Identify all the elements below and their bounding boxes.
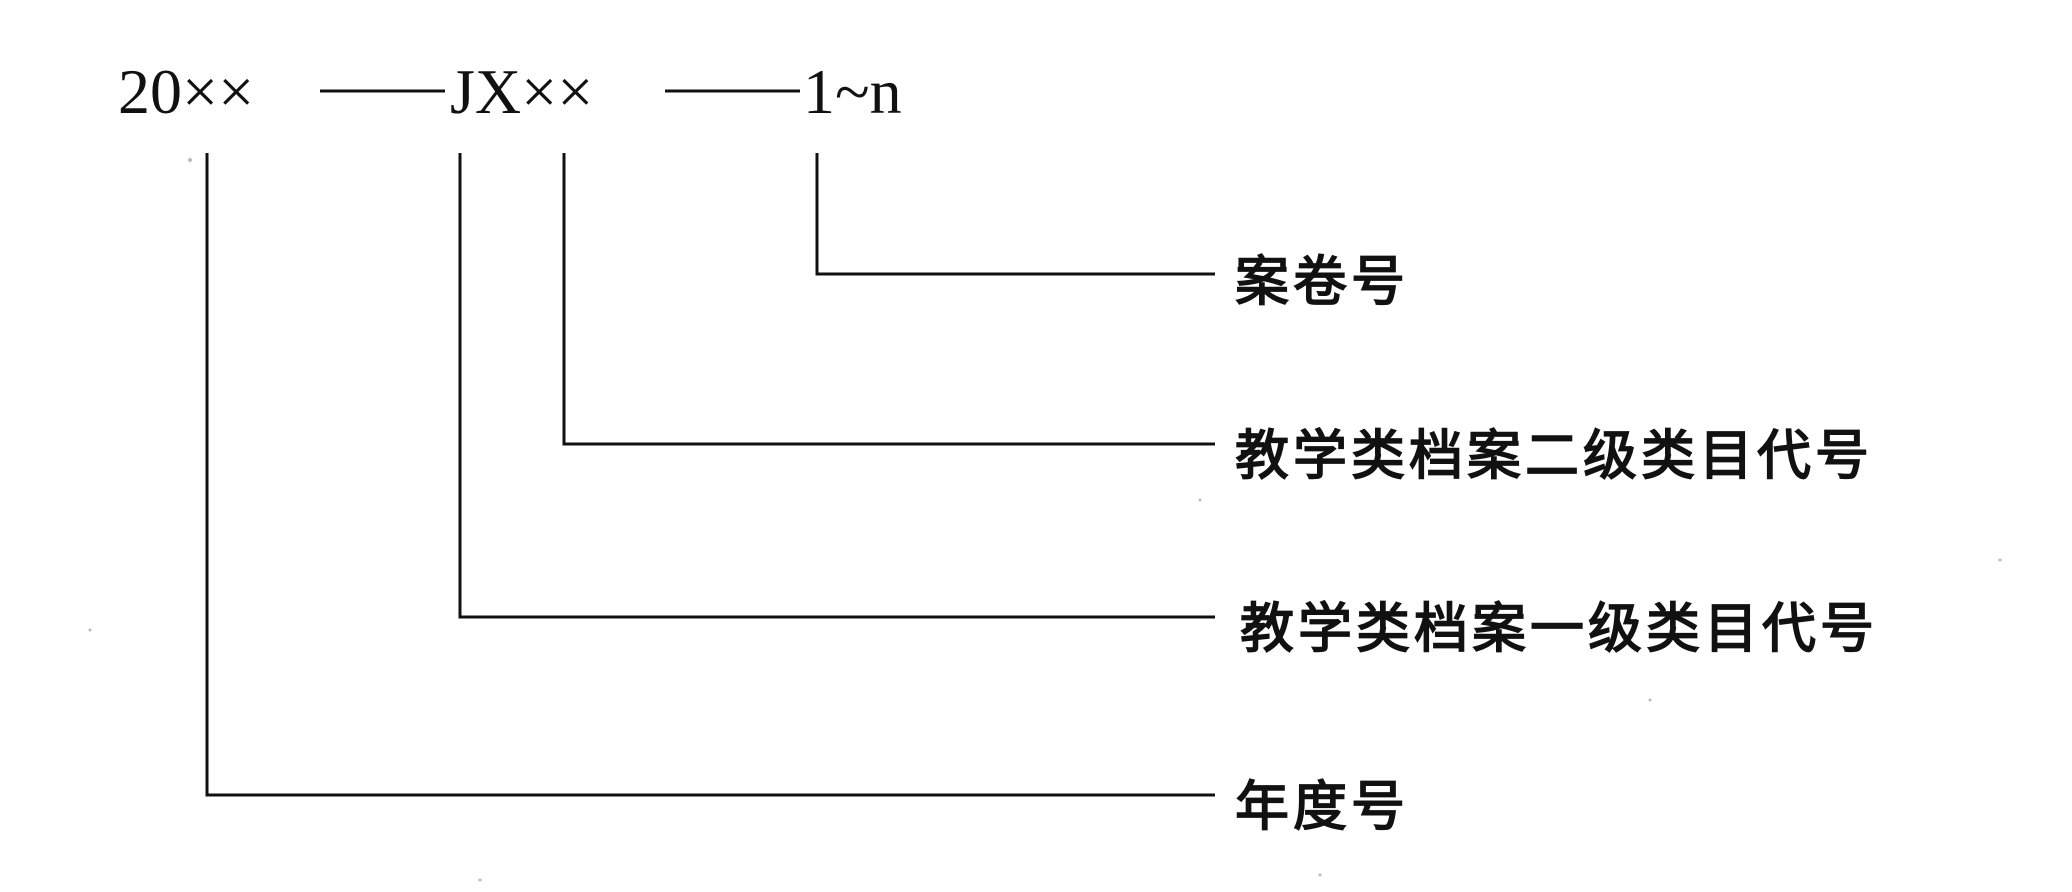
connector-volume-number	[815, 153, 1215, 276]
label-secondary-category: 教学类档案二级类目代号	[1235, 424, 1873, 487]
label-volume-number: 案卷号	[1235, 250, 1409, 313]
code-row: 20×× JX×× 1~n	[118, 56, 902, 127]
label-primary-category: 教学类档案一级类目代号	[1240, 597, 1878, 660]
connector-secondary-category	[562, 153, 1215, 446]
scan-specks	[88, 158, 2002, 882]
volume-code-part: 1~n	[803, 56, 902, 127]
connector-primary-category	[458, 153, 1215, 619]
connector-year-number	[205, 153, 1215, 797]
label-year-number: 年度号	[1235, 775, 1409, 838]
category-code-part: JX××	[450, 56, 593, 127]
year-code-part: 20××	[118, 56, 254, 127]
